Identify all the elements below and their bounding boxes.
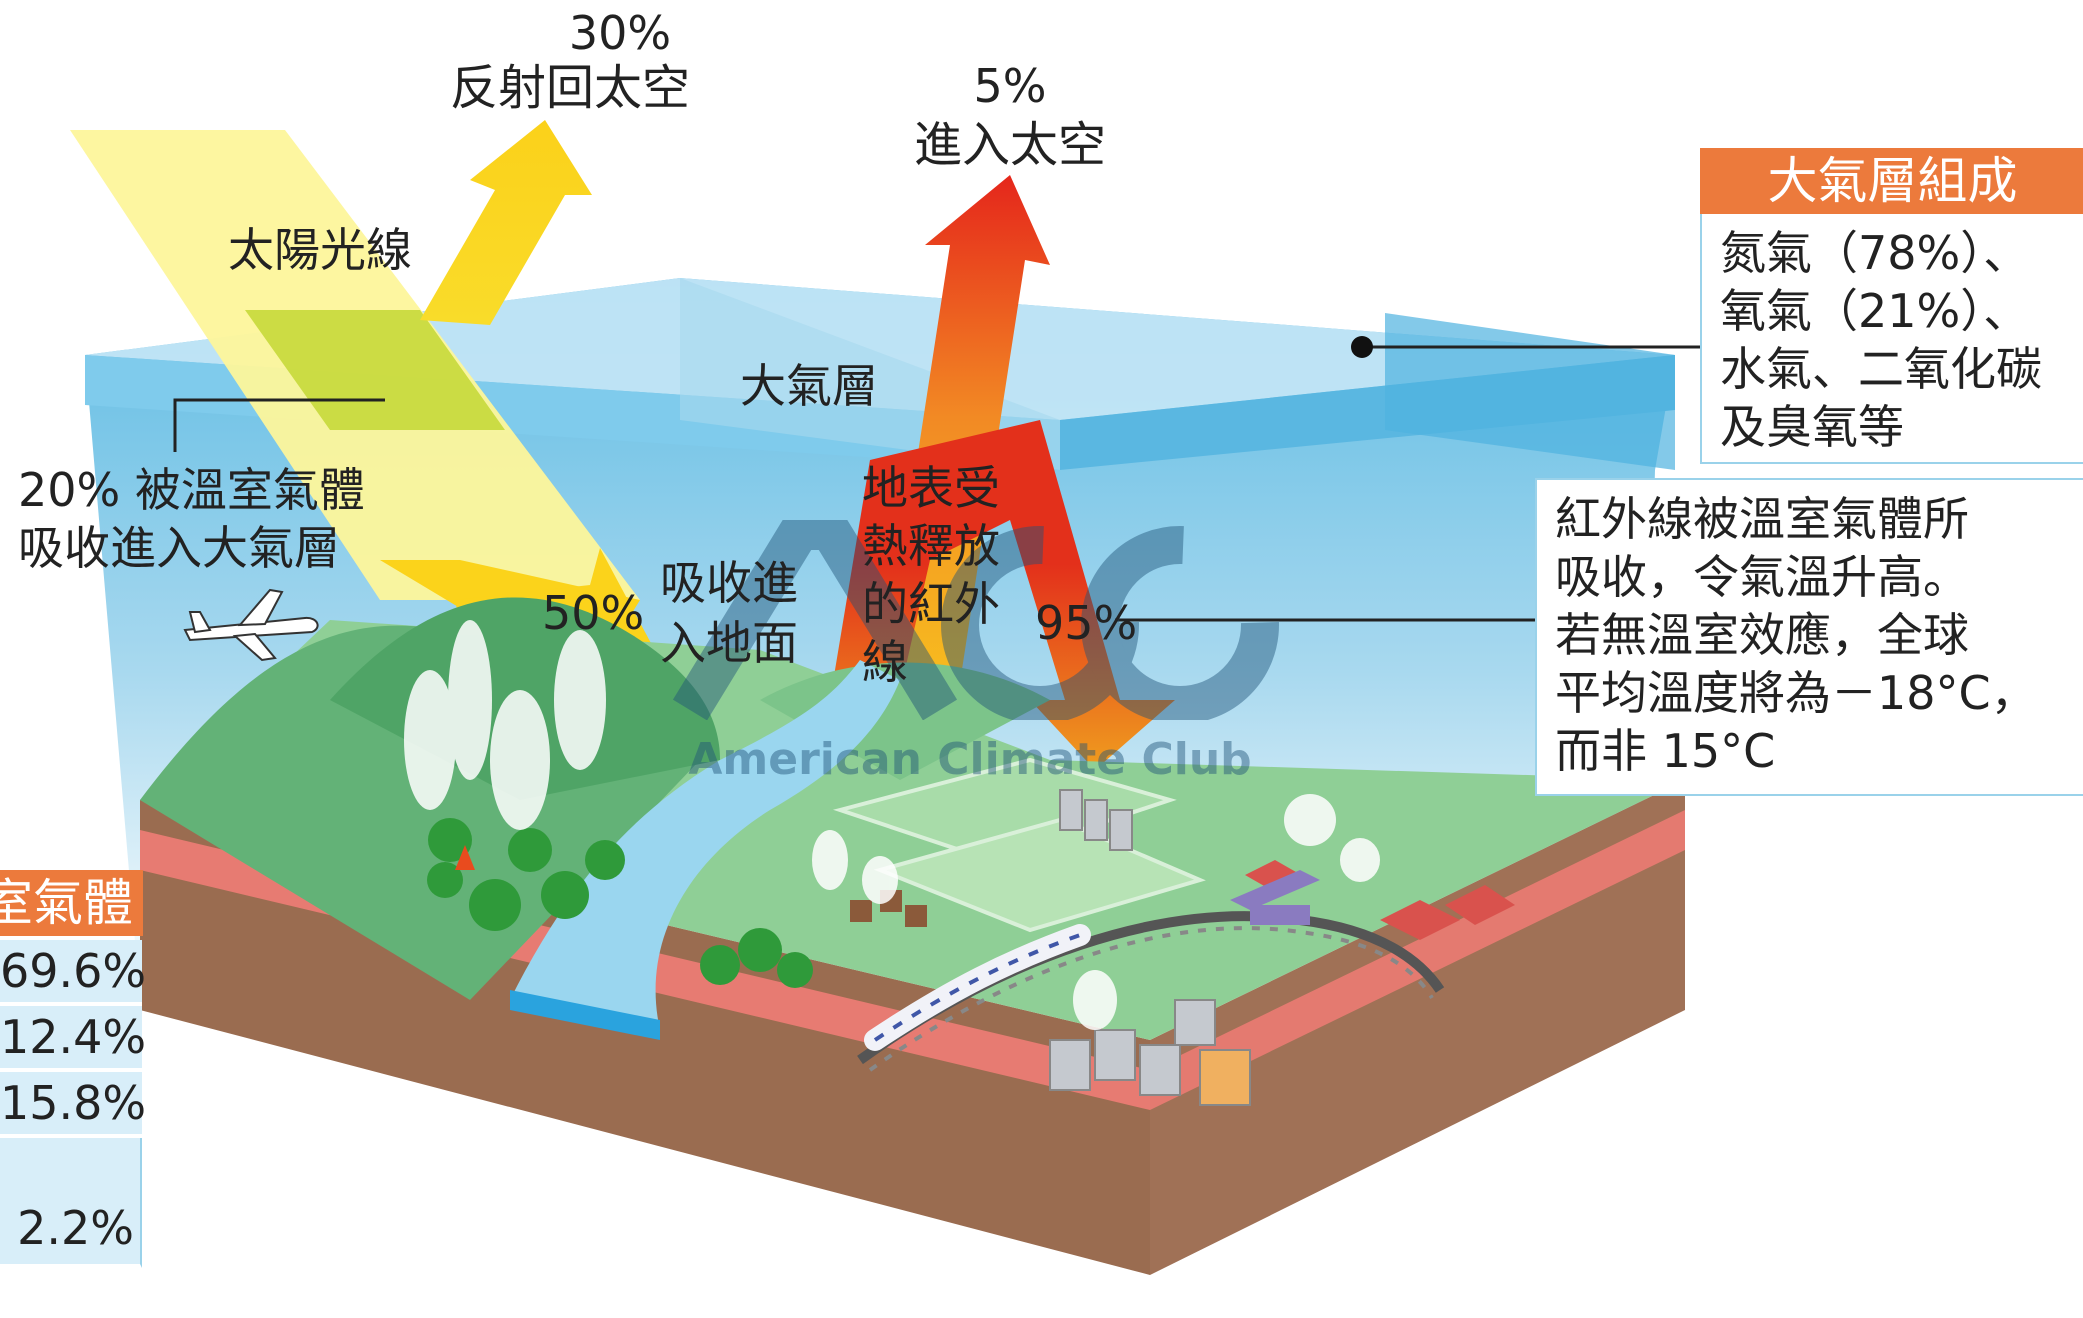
atmosphere-label: 大氣層 [740,359,878,413]
airplane-icon [183,588,319,662]
composition-title: 大氣層組成 [1700,148,2083,214]
infrared-note-line: 平均溫度將為－18°C， [1555,666,2037,720]
ir-line1: 地表受 [862,461,1000,515]
composition-line: 及臭氧等 [1720,400,1904,454]
absorbed-20-line2: 吸收進入大氣層 [18,521,340,575]
greenhouse-table: 69.6% 12.4% 15.8% 2.2% [0,940,146,1268]
composition-line: 氧氣（21%）、 [1720,284,2030,338]
ir-line4: 線 [862,635,908,689]
ground-text-line1: 吸收進 [660,556,798,610]
composition-line: 氮氣（78%）、 [1720,226,2030,280]
composition-body: 氮氣（78%）、 氧氣（21%）、 水氣、二氧化碳 及臭氧等 [1702,216,2083,464]
composition-panel: 大氣層組成 氮氣（78%）、 氧氣（21%）、 水氣、二氧化碳 及臭氧等 [1700,148,2083,464]
infrared-note-line: 吸收，令氣溫升高。 [1555,550,1969,604]
watermark-text: American Climate Club [688,734,1252,785]
reflect-pct-label: 30% [568,6,672,60]
ground-text-line2: 入地面 [660,616,798,670]
infrared-note-line: 而非 15°C [1555,724,1776,778]
leader-lines [173,345,1700,622]
space-pct-label: 5% [973,59,1047,113]
greenhouse-value: 69.6% [0,940,146,1006]
reflect-text-label: 反射回太空 [449,60,690,116]
watermark: American Climate Club [650,510,1290,790]
ir-line3: 的紅外 [862,577,1000,631]
infrared-note-line: 若無溫室效應，全球 [1555,608,1969,662]
ground-pct-label: 50% [542,586,645,640]
reflect-arrow [420,120,592,325]
ir-pct-label: 95% [1035,596,1138,650]
space-text-label: 進入太空 [913,117,1106,173]
land-block [140,597,1685,1275]
greenhouse-panel-title: 室氣體 [0,870,143,936]
greenhouse-value: 2.2% [0,1138,142,1268]
infrared-note-line: 紅外線被溫室氣體所 [1555,492,1969,546]
sunlight-label: 太陽光線 [228,223,412,277]
greenhouse-value: 12.4% [0,1006,146,1072]
composition-line: 水氣、二氧化碳 [1720,342,2042,396]
atmosphere-marker [1351,336,1373,358]
ir-line2: 熱釋放 [862,519,1000,573]
greenhouse-scene [70,120,1700,1275]
ir-surface-shape [820,420,1175,780]
acc-logo-icon [672,510,1279,724]
greenhouse-value: 15.8% [0,1072,146,1138]
infrared-note: 紅外線被溫室氣體所 吸收，令氣溫升高。 若無溫室效應，全球 平均溫度將為－18°… [1535,478,2083,796]
absorbed-20-line1: 20% 被溫室氣體 [18,463,365,517]
